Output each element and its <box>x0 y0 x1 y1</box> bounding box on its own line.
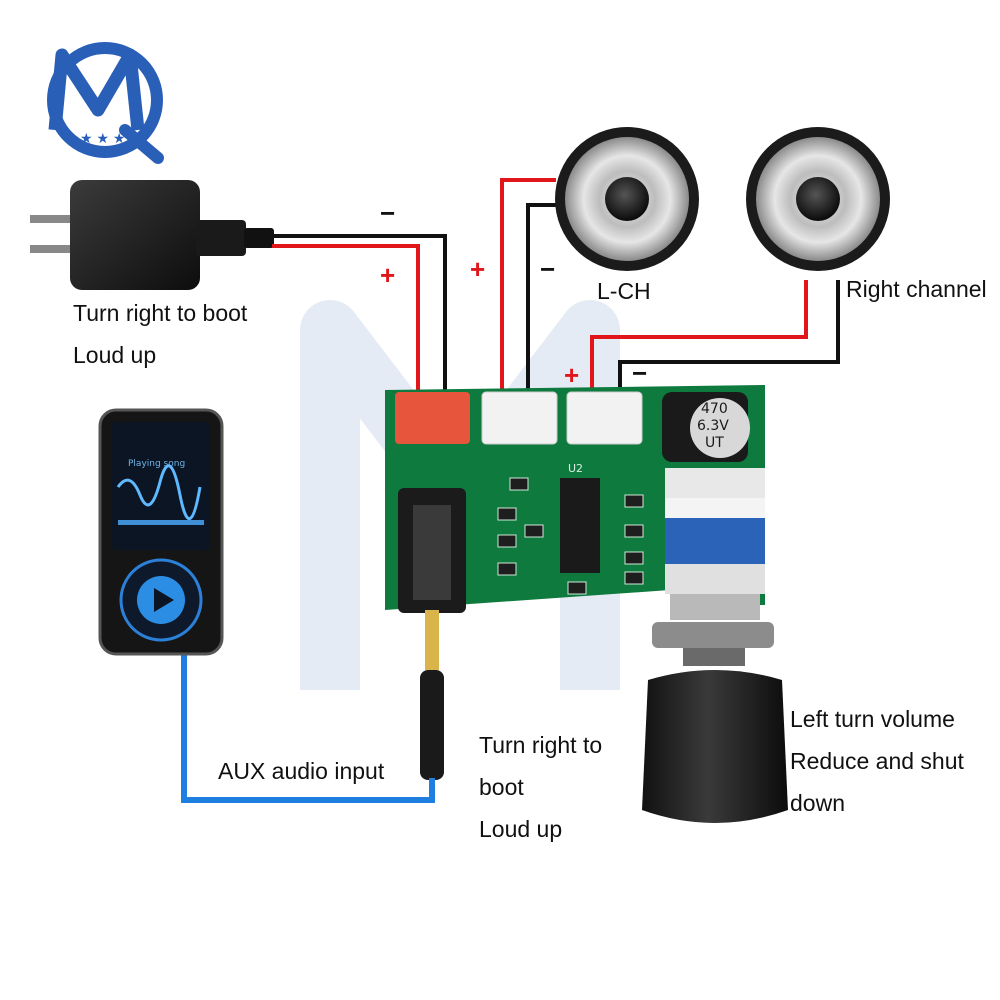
left-channel-wires <box>500 178 556 420</box>
right-channel-connector <box>566 391 643 445</box>
power-note-line2: Loud up <box>73 342 157 368</box>
volume-note-line1: Left turn volume <box>790 706 955 732</box>
power-adapter-icon <box>30 180 274 290</box>
power-plus-sign: + <box>380 260 396 290</box>
audio-jack-icon <box>398 488 466 613</box>
right-channel-label: Right channel <box>846 276 987 302</box>
audio-plug-icon <box>420 610 444 780</box>
potentiometer-knob-icon <box>642 468 788 823</box>
left-minus-sign: − <box>540 254 556 284</box>
brand-logo-icon: ★ ★ ★ <box>47 42 164 164</box>
left-speaker-icon <box>555 127 699 271</box>
power-connector <box>395 392 470 444</box>
amplifier-board <box>385 385 765 610</box>
svg-text:★ ★ ★: ★ ★ ★ <box>80 130 125 146</box>
power-minus-sign: − <box>380 198 396 228</box>
volume-note-line2: Reduce and shut <box>790 748 964 774</box>
right-minus-sign: − <box>632 358 648 388</box>
mp3-player-icon <box>98 408 224 656</box>
knob-note-line3: Loud up <box>479 816 563 842</box>
power-wires <box>272 234 447 420</box>
left-channel-label: L-CH <box>597 278 651 304</box>
knob-note-line2: boot <box>479 774 524 800</box>
capacitor-icon <box>662 392 750 462</box>
aux-cable <box>181 650 435 803</box>
right-speaker-icon <box>746 127 890 271</box>
power-note-line1: Turn right to boot <box>73 300 248 326</box>
right-plus-sign: + <box>564 360 580 390</box>
volume-note-line3: down <box>790 790 845 816</box>
knob-note-line1: Turn right to <box>479 732 603 758</box>
amplifier-chip <box>560 478 600 573</box>
left-channel-connector <box>481 391 558 445</box>
left-plus-sign: + <box>470 254 486 284</box>
aux-input-label: AUX audio input <box>218 758 385 784</box>
